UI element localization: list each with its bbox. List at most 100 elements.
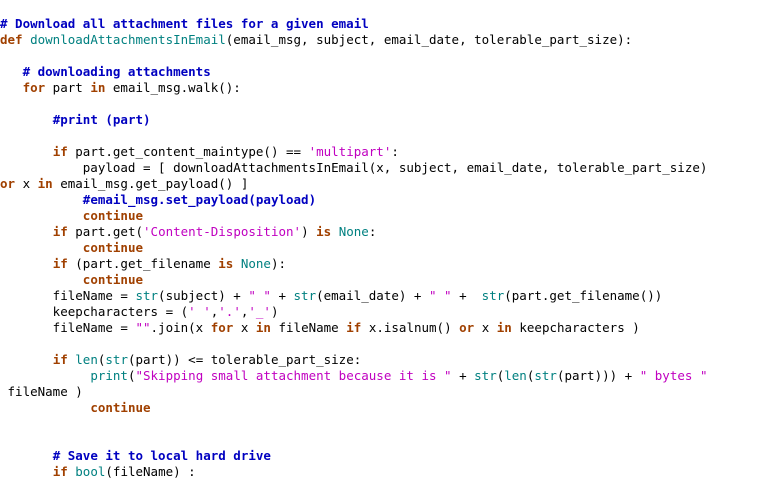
code-content: # Download all attachment files for a gi…: [0, 16, 759, 480]
code-token-default: [0, 208, 83, 223]
code-token-default: :: [391, 144, 399, 159]
code-line: [0, 48, 759, 64]
code-token-funcname: downloadAttachmentsInEmail: [30, 32, 226, 47]
code-token-default: ): [270, 304, 279, 319]
code-token-default: x: [233, 320, 256, 335]
code-token-default: part: [45, 80, 91, 95]
code-token-keyword: is: [218, 256, 234, 271]
code-token-default: +: [270, 288, 294, 303]
code-token-default: [0, 400, 90, 415]
code-token-default: [23, 32, 31, 47]
code-token-string: 'Content-Disposition': [143, 224, 302, 239]
code-line: [0, 96, 759, 112]
code-token-keyword: continue: [82, 272, 144, 287]
code-token-keyword: continue: [82, 240, 144, 255]
code-token-string: '.': [218, 304, 241, 319]
code-token-default: :: [368, 224, 377, 239]
code-token-keyword: if: [52, 256, 68, 271]
code-token-default: fileName: [270, 320, 347, 335]
code-line: print("Skipping small attachment because…: [0, 368, 759, 384]
code-token-default: fileName =: [0, 320, 136, 335]
code-token-default: part.get_content_maintype() ==: [67, 144, 309, 159]
code-token-default: (fileName) :: [105, 464, 196, 479]
code-token-keyword: or: [0, 176, 16, 191]
code-token-builtin: str: [293, 288, 317, 303]
code-token-default: [0, 112, 53, 127]
code-token-default: [0, 240, 83, 255]
code-token-default: x: [15, 176, 38, 191]
code-token-comment: #email_msg.set_payload(payload): [82, 192, 317, 207]
code-token-keyword: if: [346, 320, 362, 335]
code-token-default: ,: [240, 304, 249, 319]
code-token-string: '_': [248, 304, 271, 319]
code-line: payload = [ downloadAttachmentsInEmail(x…: [0, 160, 759, 176]
code-token-builtin: bool: [75, 464, 106, 479]
code-line: if (part.get_filename is None):: [0, 256, 759, 272]
code-token-default: keepcharacters ): [511, 320, 640, 335]
code-token-default: [0, 144, 53, 159]
code-token-keyword: continue: [90, 400, 151, 415]
code-token-keyword: if: [52, 224, 68, 239]
code-token-builtin: None: [240, 256, 271, 271]
code-token-default: [0, 464, 53, 479]
code-token-default: ,: [210, 304, 219, 319]
code-token-default: (subject) +: [158, 288, 249, 303]
code-token-default: [0, 80, 23, 95]
code-token-string: " bytes ": [639, 368, 708, 383]
code-token-default: [0, 272, 83, 287]
code-line: fileName = str(subject) + " " + str(emai…: [0, 288, 759, 304]
code-line: continue: [0, 208, 759, 224]
code-token-default: fileName ): [0, 384, 83, 399]
code-token-default: +: [451, 288, 482, 303]
code-token-default: payload = [ downloadAttachmentsInEmail(x…: [0, 160, 708, 175]
code-token-default: [0, 224, 53, 239]
code-line: if bool(fileName) :: [0, 464, 759, 480]
code-line: for part in email_msg.walk():: [0, 80, 759, 96]
code-token-string: "": [135, 320, 151, 335]
code-token-default: (: [127, 368, 136, 383]
code-line: if part.get('Content-Disposition') is No…: [0, 224, 759, 240]
code-token-builtin: str: [481, 288, 505, 303]
code-line: continue: [0, 240, 759, 256]
code-token-keyword: in: [90, 80, 106, 95]
code-token-default: (part)) <= tolerable_part_size:: [127, 352, 362, 367]
code-token-default: [0, 192, 83, 207]
code-token-default: ):: [270, 256, 287, 271]
code-token-default: keepcharacters = (: [0, 304, 189, 319]
code-token-default: (email_msg, subject, email_date, tolerab…: [225, 32, 633, 47]
code-line: continue: [0, 400, 759, 416]
code-line: [0, 432, 759, 448]
code-token-builtin: len: [75, 352, 98, 367]
code-line: continue: [0, 272, 759, 288]
code-line: or x in email_msg.get_payload() ]: [0, 176, 759, 192]
code-line: #print (part): [0, 112, 759, 128]
code-line: if len(str(part)) <= tolerable_part_size…: [0, 352, 759, 368]
code-token-default: x.isalnum(): [361, 320, 460, 335]
code-token-comment: # Save it to local hard drive: [52, 448, 271, 463]
code-token-default: email_msg.walk():: [105, 80, 241, 95]
code-token-string: " ": [248, 288, 271, 303]
code-token-default: +: [451, 368, 475, 383]
code-token-default: (email_date) +: [316, 288, 429, 303]
code-line: keepcharacters = (' ','.','_'): [0, 304, 759, 320]
code-line: fileName = "".join(x for x in fileName i…: [0, 320, 759, 336]
code-line: # Save it to local hard drive: [0, 448, 759, 464]
code-token-default: x: [474, 320, 497, 335]
code-token-default: [0, 64, 23, 79]
code-token-builtin: len: [504, 368, 527, 383]
code-line: if part.get_content_maintype() == 'multi…: [0, 144, 759, 160]
code-token-keyword: is: [316, 224, 332, 239]
code-token-keyword: def: [0, 32, 23, 47]
code-token-comment: # Download all attachment files for a gi…: [0, 16, 369, 31]
code-token-builtin: str: [135, 288, 159, 303]
code-line: [0, 416, 759, 432]
code-token-default: [0, 368, 90, 383]
code-token-keyword: if: [52, 464, 68, 479]
code-token-keyword: if: [52, 144, 68, 159]
code-token-builtin: str: [105, 352, 128, 367]
code-token-default: .join(x: [150, 320, 211, 335]
code-line: #email_msg.set_payload(payload): [0, 192, 759, 208]
code-token-builtin: print: [90, 368, 128, 383]
code-token-default: [331, 224, 339, 239]
